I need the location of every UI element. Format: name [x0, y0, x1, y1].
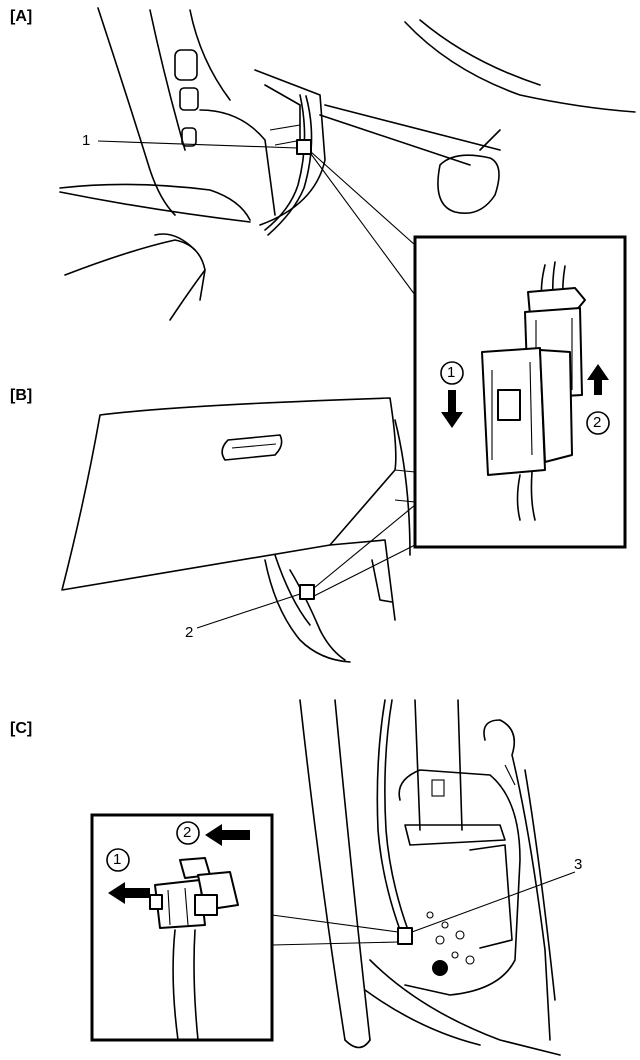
- panel-label-c: [C]: [10, 720, 33, 737]
- panel-b-drawing: [61, 397, 416, 663]
- detail-b-step-2: 2: [593, 414, 602, 431]
- detail-b-step-1: 1: [447, 364, 456, 381]
- arrow-up-icon: [587, 364, 609, 395]
- panel-c-drawing: [271, 699, 576, 1056]
- arrow-left-icon: [205, 824, 250, 846]
- detail-c-step-2: 2: [183, 824, 192, 841]
- callout-2: 2: [185, 624, 194, 641]
- arrow-down-icon: [441, 390, 463, 428]
- callout-3: 3: [574, 856, 583, 873]
- detail-c-inset: [90, 813, 274, 1042]
- panel-label-a: [A]: [10, 8, 33, 25]
- panel-label-b: [B]: [10, 387, 33, 404]
- callout-1: 1: [82, 132, 91, 149]
- arrow-left-icon: [108, 882, 150, 904]
- detail-b-inset: [413, 235, 627, 549]
- detail-c-step-1: 1: [113, 851, 122, 868]
- panel-a-drawing: [59, 7, 636, 321]
